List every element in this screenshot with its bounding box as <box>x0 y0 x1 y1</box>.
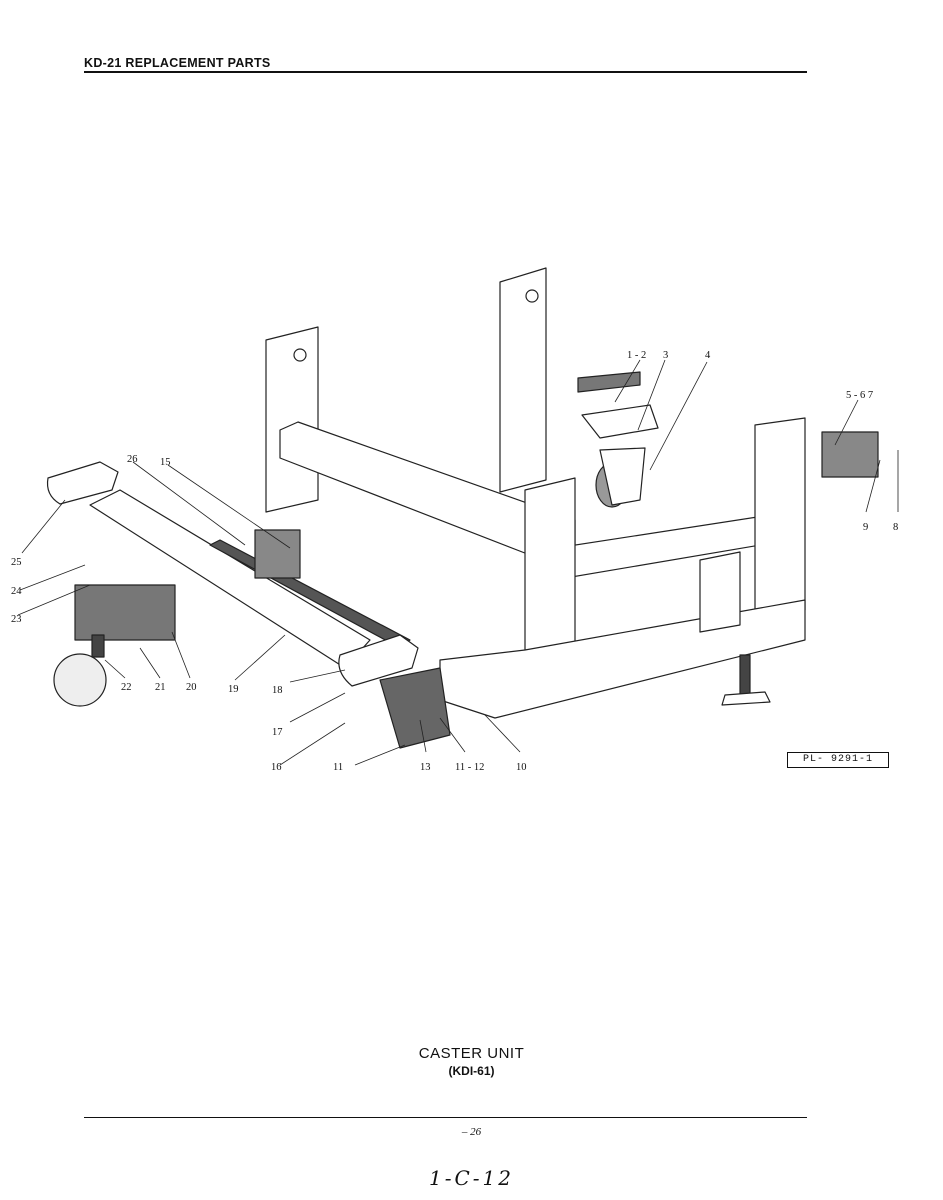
upright-hole <box>525 289 539 303</box>
rear-right-upright <box>499 267 547 493</box>
left-caster-stem <box>91 634 105 658</box>
hatched-block-15 <box>254 529 301 579</box>
caster-mount-plate-1 <box>577 371 641 393</box>
handwritten-note: 1-C-12 <box>429 1166 514 1190</box>
front-base-plate <box>699 551 741 633</box>
leveling-foot-base <box>721 691 771 706</box>
callout-15: 15 <box>160 457 171 468</box>
callout-13: 13 <box>420 762 431 773</box>
callout-8: 8 <box>893 522 898 533</box>
callout-21: 21 <box>155 682 166 693</box>
callout-3: 3 <box>663 350 668 361</box>
caster-fork <box>599 447 646 506</box>
footer-rule <box>84 1117 807 1118</box>
callout-16: 16 <box>271 762 282 773</box>
left-caster-wheel <box>53 653 107 707</box>
rear-left-upright <box>265 326 319 513</box>
front-right-upright <box>754 417 806 619</box>
arm-end-cap-18 <box>338 634 419 687</box>
hatched-plate-13 <box>379 667 451 749</box>
caption-model: (KDI-61) <box>448 1064 495 1078</box>
caption-title: CASTER UNIT <box>418 1045 525 1062</box>
page-header-title: KD-21 REPLACEMENT PARTS <box>84 56 271 70</box>
header-rule <box>84 71 807 73</box>
callout-26: 26 <box>127 454 138 465</box>
callout-11-12: 11 - 12 <box>455 762 484 773</box>
callout-23: 23 <box>11 614 22 625</box>
callout-11: 11 <box>333 762 343 773</box>
callout-5-6-7: 5 - 6 7 <box>846 390 873 401</box>
side-plate-5-6-7 <box>821 431 879 478</box>
page-number: – 26 <box>461 1126 482 1138</box>
callout-18: 18 <box>272 685 283 696</box>
left-arm-tube <box>89 489 371 669</box>
caster-mount-plate-2 <box>581 404 659 439</box>
callout-20: 20 <box>186 682 197 693</box>
callout-19: 19 <box>228 684 239 695</box>
arm-end-cap-25 <box>46 461 119 505</box>
callout-1-2: 1 - 2 <box>627 350 646 361</box>
leveling-foot-stem <box>739 654 751 696</box>
callout-24: 24 <box>11 586 22 597</box>
callout-25: 25 <box>11 557 22 568</box>
middle-upright <box>524 477 576 661</box>
callout-22: 22 <box>121 682 132 693</box>
callout-9: 9 <box>863 522 868 533</box>
caster-unit-exploded-diagram: 1 - 2 3 4 5 - 6 7 9 8 26 15 25 24 23 22 … <box>11 267 899 773</box>
upright-hole <box>293 348 307 362</box>
callout-4: 4 <box>705 350 711 361</box>
hatched-bracket-20 <box>74 584 176 641</box>
diagram-reference-code: PL- 9291-1 <box>787 752 889 768</box>
callout-10: 10 <box>516 762 527 773</box>
callout-17: 17 <box>272 727 283 738</box>
